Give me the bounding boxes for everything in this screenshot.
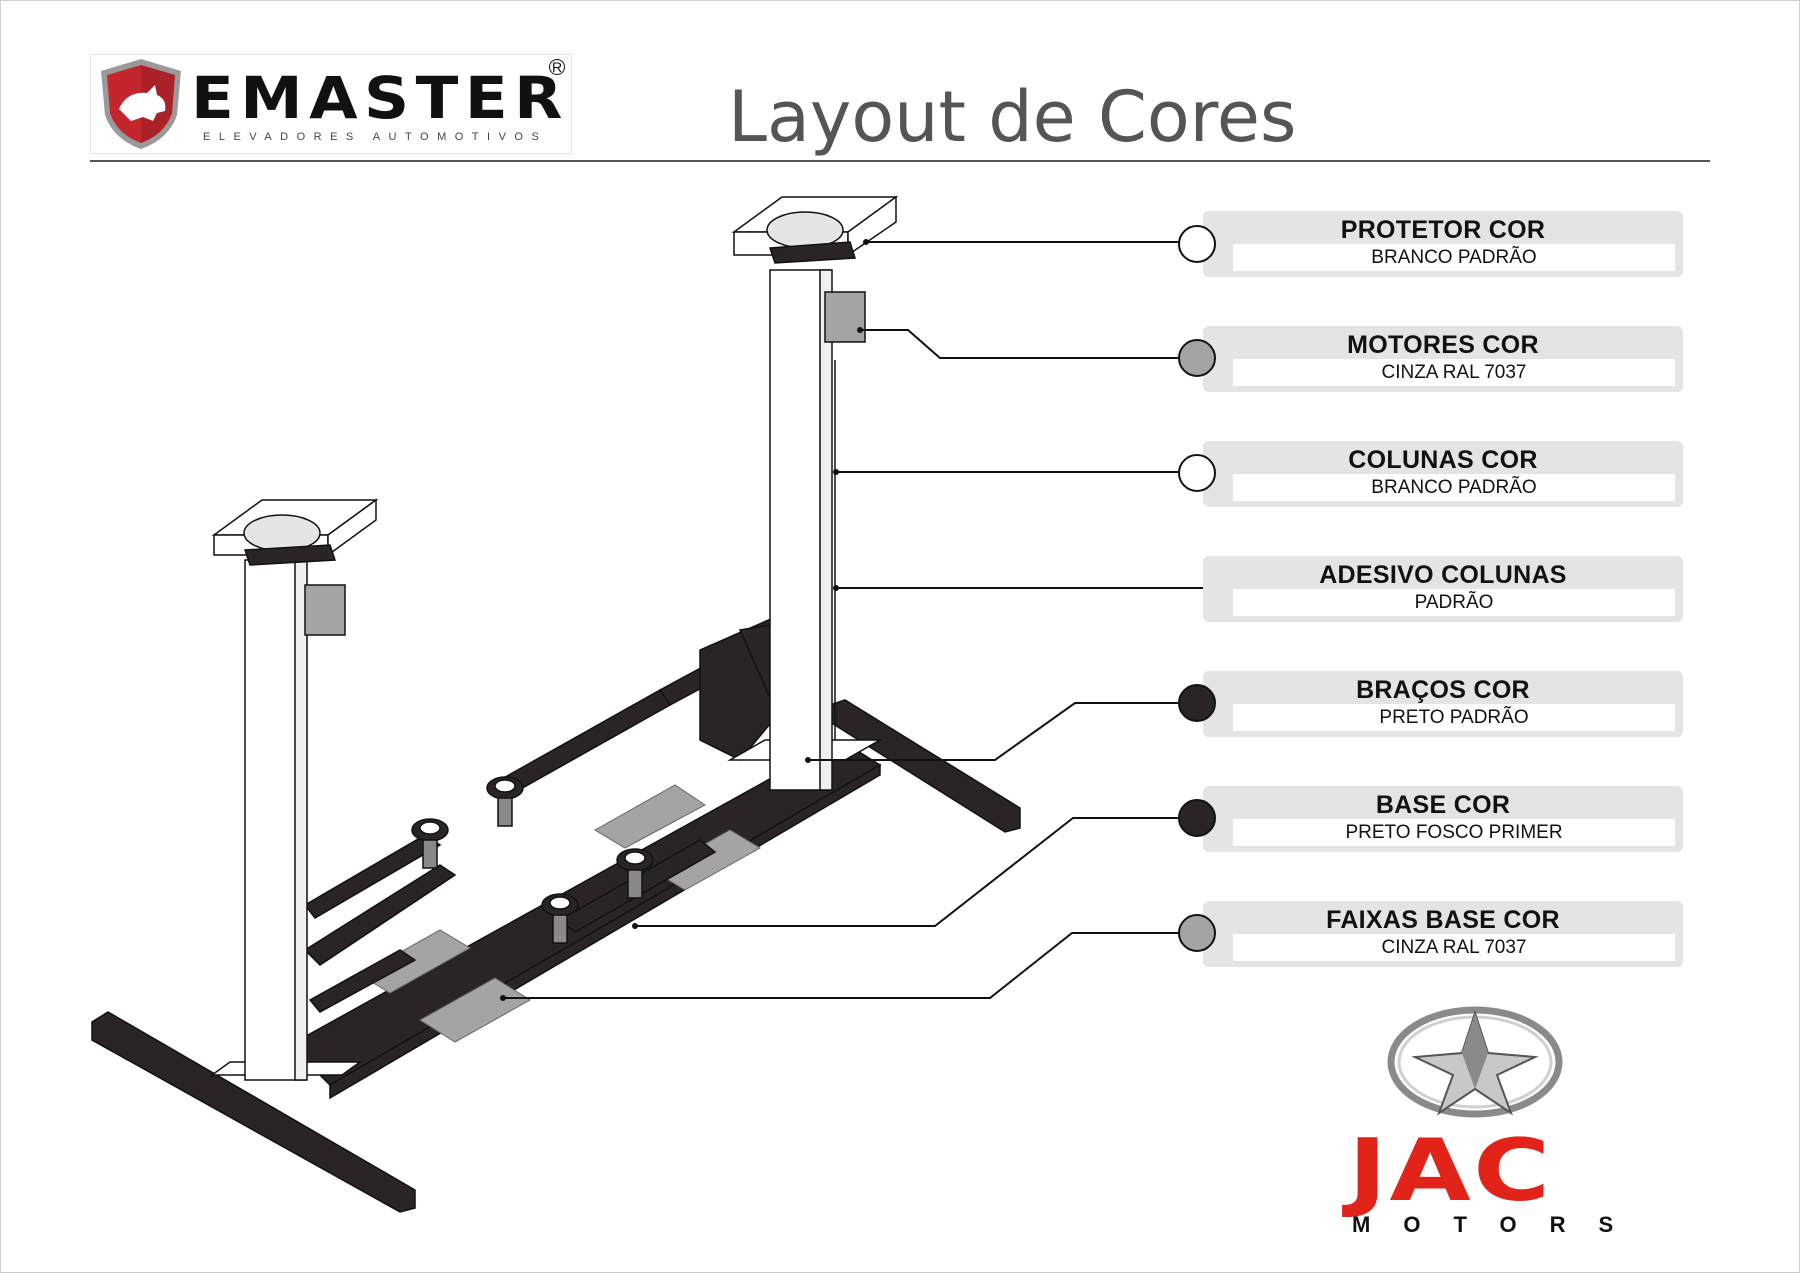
leader-dots	[500, 239, 869, 1001]
legend-title: PROTETOR COR	[1340, 216, 1546, 244]
right-column	[727, 195, 899, 791]
emaster-logo: EMASTER R ELEVADORES AUTOMOTIVOS	[90, 54, 572, 154]
legend-value: CINZA RAL 7037	[1233, 934, 1675, 961]
lift-arms	[303, 613, 811, 1013]
legend-item-motores: MOTORES COR CINZA RAL 7037	[1203, 326, 1683, 392]
legend-value: PRETO PADRÃO	[1233, 704, 1675, 731]
color-swatch-gray	[1178, 339, 1216, 377]
legend-item-protetor: PROTETOR COR BRANCO PADRÃO	[1203, 211, 1683, 277]
legend-value: PRETO FOSCO PRIMER	[1233, 819, 1675, 846]
registered-mark: R	[549, 59, 565, 75]
arm-pads	[411, 776, 654, 944]
legend-title: BRAÇOS COR	[1356, 676, 1530, 704]
legend-value: CINZA RAL 7037	[1233, 359, 1675, 386]
legend-item-bracos: BRAÇOS COR PRETO PADRÃO	[1203, 671, 1683, 737]
legend-title: BASE COR	[1375, 791, 1511, 819]
legend-item-adesivo: ADESIVO COLUNAS PADRÃO	[1203, 556, 1683, 622]
header-divider	[90, 160, 1710, 162]
jac-logo-sub: MOTORS	[1352, 1212, 1647, 1237]
color-swatch-gray	[1178, 914, 1216, 952]
legend-value: BRANCO PADRÃO	[1233, 244, 1675, 271]
legend-value: PADRÃO	[1233, 589, 1675, 616]
jac-logo-word: JAC	[1348, 1121, 1553, 1221]
legend-item-colunas: COLUNAS COR BRANCO PADRÃO	[1203, 441, 1683, 507]
color-swatch-black	[1178, 684, 1216, 722]
left-column	[209, 498, 379, 1081]
jac-star-emblem-icon	[1387, 1006, 1563, 1118]
legend-title: COLUNAS COR	[1348, 446, 1538, 474]
page-title: Layout de Cores	[728, 76, 1297, 158]
brand-name: EMASTER	[191, 64, 569, 132]
legend-item-base: BASE COR PRETO FOSCO PRIMER	[1203, 786, 1683, 852]
legend-title: MOTORES COR	[1347, 331, 1539, 359]
legend-item-faixas: FAIXAS BASE COR CINZA RAL 7037	[1203, 901, 1683, 967]
base-frame	[91, 699, 1021, 1213]
color-swatch-white	[1178, 225, 1216, 263]
shield-emblem-icon	[101, 59, 181, 149]
brand-tagline: ELEVADORES AUTOMOTIVOS	[203, 131, 548, 143]
legend-title: ADESIVO COLUNAS	[1319, 561, 1567, 589]
color-swatch-white	[1178, 454, 1216, 492]
color-swatch-black	[1178, 799, 1216, 837]
legend-title: FAIXAS BASE COR	[1326, 906, 1560, 934]
leader-lines	[503, 241, 1205, 999]
legend-value: BRANCO PADRÃO	[1233, 474, 1675, 501]
